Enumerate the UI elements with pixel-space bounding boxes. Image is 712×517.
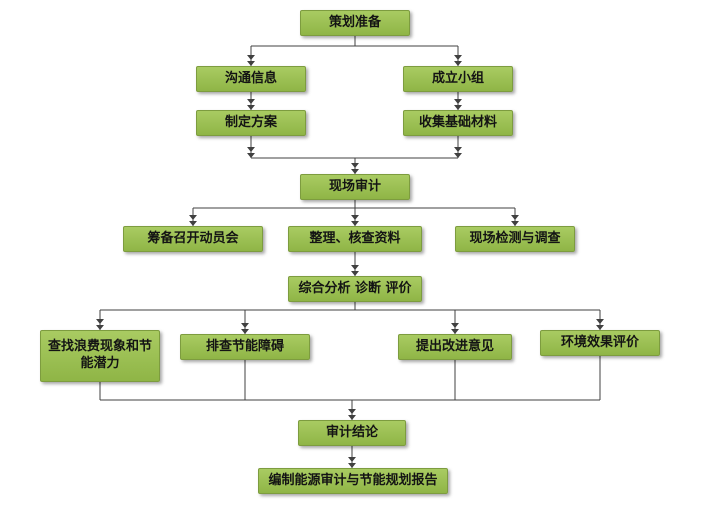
node-communicate-info: 沟通信息	[196, 66, 306, 92]
node-collect-materials: 收集基础材料	[403, 110, 513, 136]
connectors	[96, 36, 604, 468]
node-final-report: 编制能源审计与节能规划报告	[258, 468, 448, 494]
node-find-waste-potential: 查找浪费现象和节能潜力	[40, 330, 160, 382]
node-form-team: 成立小组	[403, 66, 513, 92]
node-make-plan: 制定方案	[196, 110, 306, 136]
node-organize-verify-data: 整理、核查资料	[288, 226, 422, 252]
node-environmental-evaluation: 环境效果评价	[540, 330, 660, 356]
node-improvement-suggestions: 提出改进意见	[398, 334, 512, 360]
node-onsite-audit: 现场审计	[300, 174, 410, 200]
node-comprehensive-analysis: 综合分析 诊断 评价	[288, 276, 422, 302]
node-plan-preparation: 策划准备	[300, 10, 410, 36]
node-audit-conclusion: 审计结论	[298, 420, 406, 446]
node-site-testing-survey: 现场检测与调查	[455, 226, 575, 252]
node-energy-obstacles: 排查节能障碍	[180, 334, 310, 360]
node-mobilization-meeting: 筹备召开动员会	[123, 226, 263, 252]
